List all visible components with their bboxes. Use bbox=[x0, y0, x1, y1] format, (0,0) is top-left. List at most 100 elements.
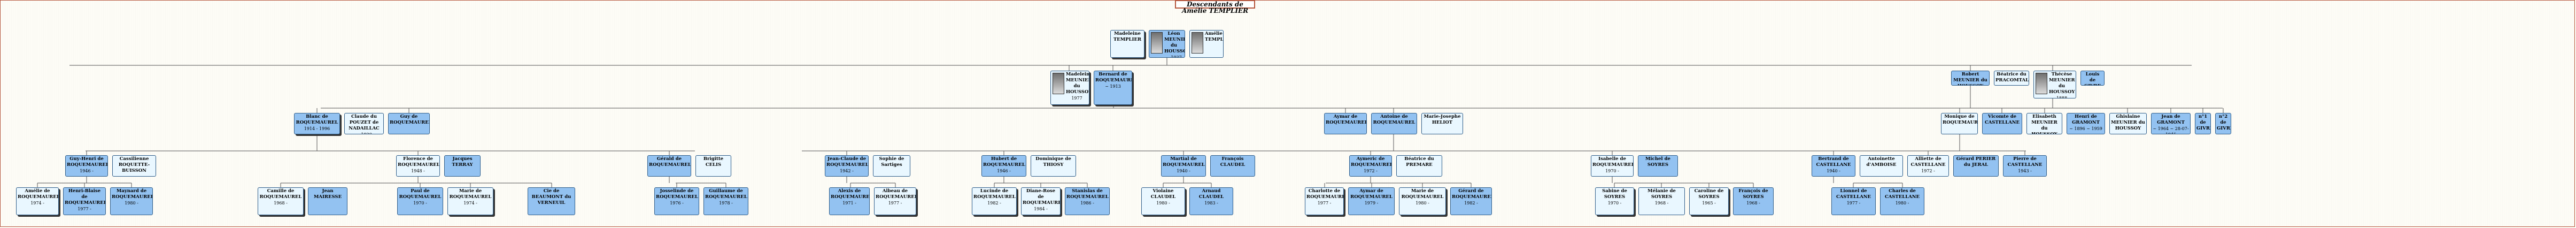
person-box-n2[interactable]: n°2 de GIVRE bbox=[2215, 113, 2231, 134]
person-box-beatrice[interactable]: Béatrice du PRACOMTAL bbox=[1994, 71, 2029, 86]
person-box-vicomte[interactable]: Vicomte de CASTELLANE bbox=[1982, 113, 2022, 134]
person-box-henri_gram[interactable]: Henri de GRAMONT~ 1896 ~ 1959 bbox=[2067, 113, 2105, 134]
person-name: Violaine CLAUDEL bbox=[1150, 188, 1176, 200]
person-box-dominique[interactable]: Dominique de THIOSY bbox=[1031, 155, 1076, 177]
person-box-brigitte[interactable]: Brigitte CELIS bbox=[695, 155, 731, 177]
person-box-n1[interactable]: n°1 de GIVRE bbox=[2195, 113, 2211, 134]
person-box-antoinette[interactable]: Antoinette d'AMBOISE bbox=[1860, 155, 1903, 177]
person-name: Caroline de SOYRES bbox=[1694, 188, 1724, 200]
person-box-sophie[interactable]: Sophie de Sartiges bbox=[873, 155, 910, 177]
person-box-gerald[interactable]: Gérald de ROQUEMAUREL bbox=[647, 155, 691, 177]
person-name: Marie de ROQUEMAUREL bbox=[1401, 188, 1444, 200]
person-name: Amélie de ROQUEMAUREL bbox=[18, 188, 59, 200]
person-name: François de SOYRES bbox=[1738, 188, 1768, 200]
person-box-michel_s[interactable]: Michel de SOYRES bbox=[1638, 155, 1678, 177]
person-box-cie[interactable]: Cie de BEAUMONT du VERNEUIL bbox=[528, 187, 575, 215]
person-dates: 1977 bbox=[1071, 96, 1082, 101]
person-dates: 1976 - bbox=[670, 201, 684, 206]
person-name: Cie de BEAUMONT du VERNEUIL bbox=[531, 188, 571, 206]
person-name: Martial de ROQUEMAUREL bbox=[1163, 156, 1205, 168]
person-name: Bertrand de CASTELLANE bbox=[1816, 156, 1851, 168]
person-box-louis_guise[interactable]: Louis de GIVRE bbox=[2080, 71, 2105, 86]
person-name: Robert MEUNIER du HOUSSOY bbox=[1953, 72, 1987, 85]
person-box-beatrice_p[interactable]: Béatrice du PREMARE bbox=[1396, 155, 1442, 177]
person-box-jean_m[interactable]: Jean MAIRESSE bbox=[308, 187, 347, 215]
person-name: Diane-Rose de ROQUEMAUREL bbox=[1023, 188, 1061, 206]
person-dates: 1943 - bbox=[2018, 169, 2032, 173]
person-dates: 1977 - bbox=[78, 207, 91, 211]
person-box-francois_c[interactable]: François CLAUDEL bbox=[1210, 155, 1255, 177]
person-dates: 1968 - bbox=[1654, 201, 1669, 206]
person-name: Charlotte de ROQUEMAUREL bbox=[1306, 188, 1343, 200]
person-name: Cassilienne ROQUETTE-BUISSON bbox=[118, 156, 150, 173]
person-box-claude_pouzet[interactable]: Claude du POUZET de NADAILLAC~ 1920 bbox=[344, 113, 384, 134]
person-box-amelie[interactable]: Amélie TEMPLIER bbox=[1189, 30, 1224, 58]
person-box-bernard[interactable]: Bernard de ROQUEMAUREL~ 1913 bbox=[1094, 71, 1132, 105]
person-box-aymar[interactable]: Aymar de ROQUEMAUREL bbox=[1324, 113, 1367, 134]
person-dates: 1972 - bbox=[1921, 169, 1935, 173]
person-box-guy[interactable]: Guy de ROQUEMAUREL bbox=[388, 113, 430, 134]
person-name: Léon MEUNIER du HOUSSOY bbox=[1164, 31, 1185, 54]
person-box-robert[interactable]: Robert MEUNIER du HOUSSOY1889 bbox=[1951, 71, 1990, 86]
person-name: Gérald de ROQUEMAUREL bbox=[649, 156, 691, 168]
person-name: Jacques TERRAY bbox=[452, 156, 473, 168]
person-box-antoine[interactable]: Antoine de ROQUEMAUREL bbox=[1371, 113, 1417, 134]
person-box-jacques_t[interactable]: Jacques TERRAY bbox=[444, 155, 481, 177]
person-box-madeleine[interactable]: Madeleine TEMPLIER bbox=[1110, 30, 1144, 58]
person-name: Béatrice du PREMARE bbox=[1404, 156, 1434, 168]
person-box-monique[interactable]: Monique de ROQUEMAUREL bbox=[1941, 113, 1978, 134]
person-box-ghislaine[interactable]: Ghislaine MEUNIER du HOUSSOY bbox=[2109, 113, 2147, 134]
person-box-elisabeth[interactable]: Elisabeth MEUNIER du HOUSSOY bbox=[2026, 113, 2062, 134]
person-dates: 1979 - bbox=[1364, 201, 1379, 206]
person-name: n°2 de GIVRE bbox=[2217, 114, 2231, 131]
person-box-marie_jo[interactable]: Marie-Josephe HELIOT bbox=[1421, 113, 1463, 134]
person-name: n°1 de GIVRE bbox=[2196, 114, 2210, 131]
person-name: Aymar de ROQUEMAUREL bbox=[1326, 114, 1367, 125]
person-box-cassilienne[interactable]: Cassilienne ROQUETTE-BUISSON bbox=[112, 155, 156, 177]
person-name: Henri de GRAMONT bbox=[2072, 114, 2100, 125]
portrait-photo bbox=[1151, 32, 1163, 54]
person-box-leon[interactable]: Léon MEUNIER du HOUSSOY~ 1937 bbox=[1149, 30, 1185, 58]
person-box-gerard[interactable]: Gérard PERIER du JERAL bbox=[1953, 155, 1999, 177]
person-name: Béatrice du PRACOMTAL bbox=[1995, 72, 2029, 83]
person-box-jean_gram[interactable]: Jean de GRAMONT~ 1964 ~ 28-07-1945 bbox=[2151, 113, 2191, 134]
